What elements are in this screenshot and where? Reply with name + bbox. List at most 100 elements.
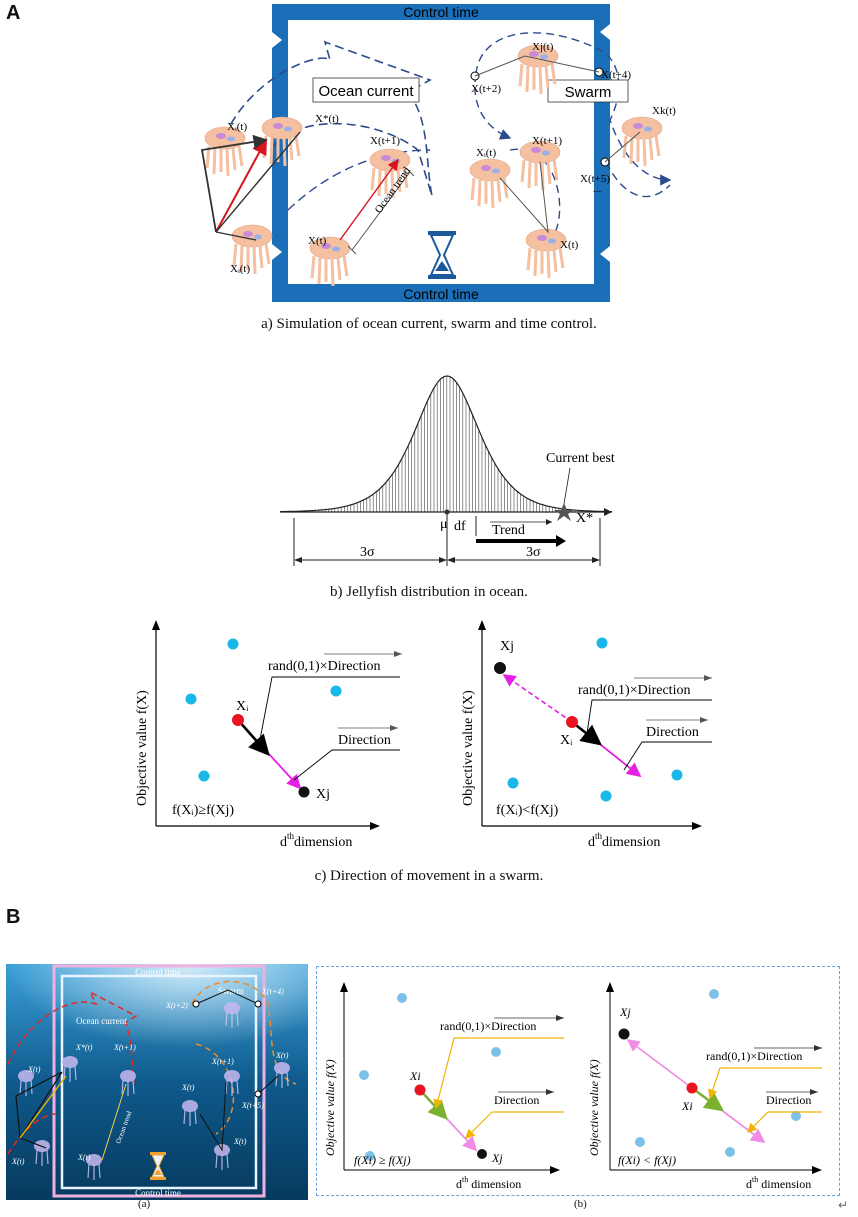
b-control-time-bottom: Control time: [135, 1188, 181, 1198]
xlabel-right: dthdimension: [588, 831, 660, 850]
swarm-dot: [227, 638, 239, 650]
movement-plot-right: Objective value f(X) dthdimension Xᵢ Xj …: [461, 620, 712, 850]
b-rand-left: rand(0,1)×Direction: [440, 1019, 536, 1033]
label-x-t-plus-2: X(t+2): [471, 83, 501, 95]
label-x-t-plus-5: X(t+5): [580, 173, 610, 185]
label-xj-left: Xj: [316, 787, 330, 802]
b-movement-plot-right: Objective value f(X) dth dimension Xi Xj…: [587, 982, 822, 1191]
label-x-t-swarm: X(t): [560, 239, 579, 251]
b-label: X(t+4): [261, 987, 284, 996]
b-swarm-dot: [635, 1137, 645, 1147]
frame-top-bar: [272, 4, 610, 20]
frame-left-bar: [272, 4, 288, 302]
label-x-t-plus-4: X(t+4): [601, 69, 631, 81]
b-control-time-top: Control time: [135, 967, 181, 977]
label-xi-left: Xᵢ: [236, 699, 249, 714]
swarm-dot: [596, 637, 608, 649]
b-condition-right: f(Xi) < f(Xj): [618, 1153, 676, 1167]
b-label: X(t+1): [113, 1043, 136, 1052]
panel-letter-b: B: [6, 906, 21, 928]
label-current-best: Current best: [546, 451, 615, 466]
b-label: X(t+1): [211, 1057, 234, 1066]
label-rand-right: rand(0,1)×Direction: [578, 683, 690, 698]
panel-letter-a: A: [6, 2, 21, 24]
b-ylabel-right: Objective value f(X): [587, 1059, 601, 1156]
ylabel-right: Objective value f(X): [461, 690, 476, 806]
label-x-t-plus-1-swarm: X(t+1): [532, 135, 562, 147]
xlabel-left: dthdimension: [280, 831, 352, 850]
b-swarm-dot: [791, 1111, 801, 1121]
frame-bottom-bar: [272, 284, 610, 302]
label-df: df: [454, 519, 466, 534]
b-label: X(t): [233, 1137, 247, 1146]
ocean-current-label: Ocean current: [318, 83, 414, 100]
label-xk-t: Xk(t): [652, 105, 676, 117]
condition-right: f(Xᵢ)<f(Xj): [496, 803, 559, 818]
label-trend: Trend: [492, 523, 525, 538]
label-x-t: X(t): [308, 235, 327, 247]
b-label: X(t): [77, 1153, 91, 1162]
b-swarm-dot: [709, 989, 719, 999]
b-hourglass-icon: [150, 1152, 166, 1180]
swarm-dot: [671, 769, 683, 781]
b-swarm-dot: [491, 1047, 501, 1057]
label-3sigma-right: 3σ: [526, 545, 541, 560]
swarm-dot: [507, 777, 519, 789]
b-swarm-dot: [359, 1070, 369, 1080]
b-swarm-dot: [365, 1151, 375, 1161]
jellyfish-xi-upper: [203, 125, 247, 178]
current-best-star: [554, 503, 574, 521]
label-xi-right: Xᵢ: [560, 733, 573, 748]
label-xj-t: Xj(t): [532, 41, 554, 53]
sub-label-a: (a): [138, 1198, 151, 1210]
b-label: X(t): [181, 1083, 195, 1092]
swarm-label: Swarm: [565, 84, 612, 101]
b-label: X(t): [11, 1157, 25, 1166]
label-xi-t-swarm: Xᵢ(t): [476, 147, 496, 159]
caption-c: c) Direction of movement in a swarm.: [314, 868, 544, 884]
label-xstar-t: X*(t): [315, 113, 339, 125]
b-label: X*(t): [75, 1043, 93, 1052]
swarm-dot: [600, 790, 612, 802]
label-xi-t-lower: Xᵢ(t): [230, 263, 250, 275]
b-xi-dot: [414, 1084, 426, 1096]
label-ellipsis: ...: [593, 183, 602, 195]
b-condition-left: f(Xi) ≥ f(Xj): [354, 1153, 411, 1167]
b-movement-plot-left: Objective value f(X) dth dimension Xi Xj…: [323, 982, 564, 1191]
b-movement-box: [316, 966, 840, 1196]
control-time-top: Control time: [403, 4, 479, 20]
swarm-dot: [198, 770, 210, 782]
label-xi-t-upper: Xᵢ(t): [227, 121, 247, 133]
jellyfish-xk: [620, 115, 664, 168]
ylabel-left: Objective value f(X): [135, 690, 150, 806]
sub-label-b: (b): [574, 1198, 587, 1210]
b-swarm-dot: [725, 1147, 735, 1157]
swarm-dot: [330, 685, 342, 697]
b-xi-dot: [686, 1082, 698, 1094]
xj-dot: [298, 786, 310, 798]
b-xi-right: Xi: [681, 1099, 693, 1113]
label-direction-right: Direction: [646, 725, 699, 740]
xj-dot: [494, 662, 506, 674]
swarm-label-box: [547, 79, 629, 103]
b-xi-left: Xi: [409, 1069, 421, 1083]
b-ocean-current: Ocean current: [76, 1016, 127, 1026]
ocean-simulation-diagram: Control time Control time Ocean current …: [200, 4, 676, 302]
label-rand-left: rand(0,1)×Direction: [268, 659, 380, 674]
pink-frame: [52, 964, 266, 1198]
xi-dot: [232, 714, 244, 726]
underwater-simulation-image: Control time Control time Ocean current …: [6, 964, 308, 1200]
b-ylabel-left: Objective value f(X): [323, 1059, 337, 1156]
jellyfish-distribution-diagram: μ df Trend Current best X* 3σ 3σ: [280, 375, 615, 566]
caption-a: a) Simulation of ocean current, swarm an…: [261, 316, 597, 332]
b-label: X(t): [27, 1065, 41, 1074]
b-direction-left: Direction: [494, 1093, 539, 1107]
b-xlabel-right: dth dimension: [746, 1175, 811, 1191]
b-swarm-dot: [397, 993, 407, 1003]
control-time-bottom: Control time: [403, 286, 479, 302]
swarm-dot: [185, 693, 197, 705]
distribution-curve: [280, 375, 612, 513]
condition-left: f(Xᵢ)≥f(Xj): [172, 803, 234, 818]
b-xj-dot: [477, 1149, 487, 1159]
frame-right-bar: [594, 4, 610, 302]
